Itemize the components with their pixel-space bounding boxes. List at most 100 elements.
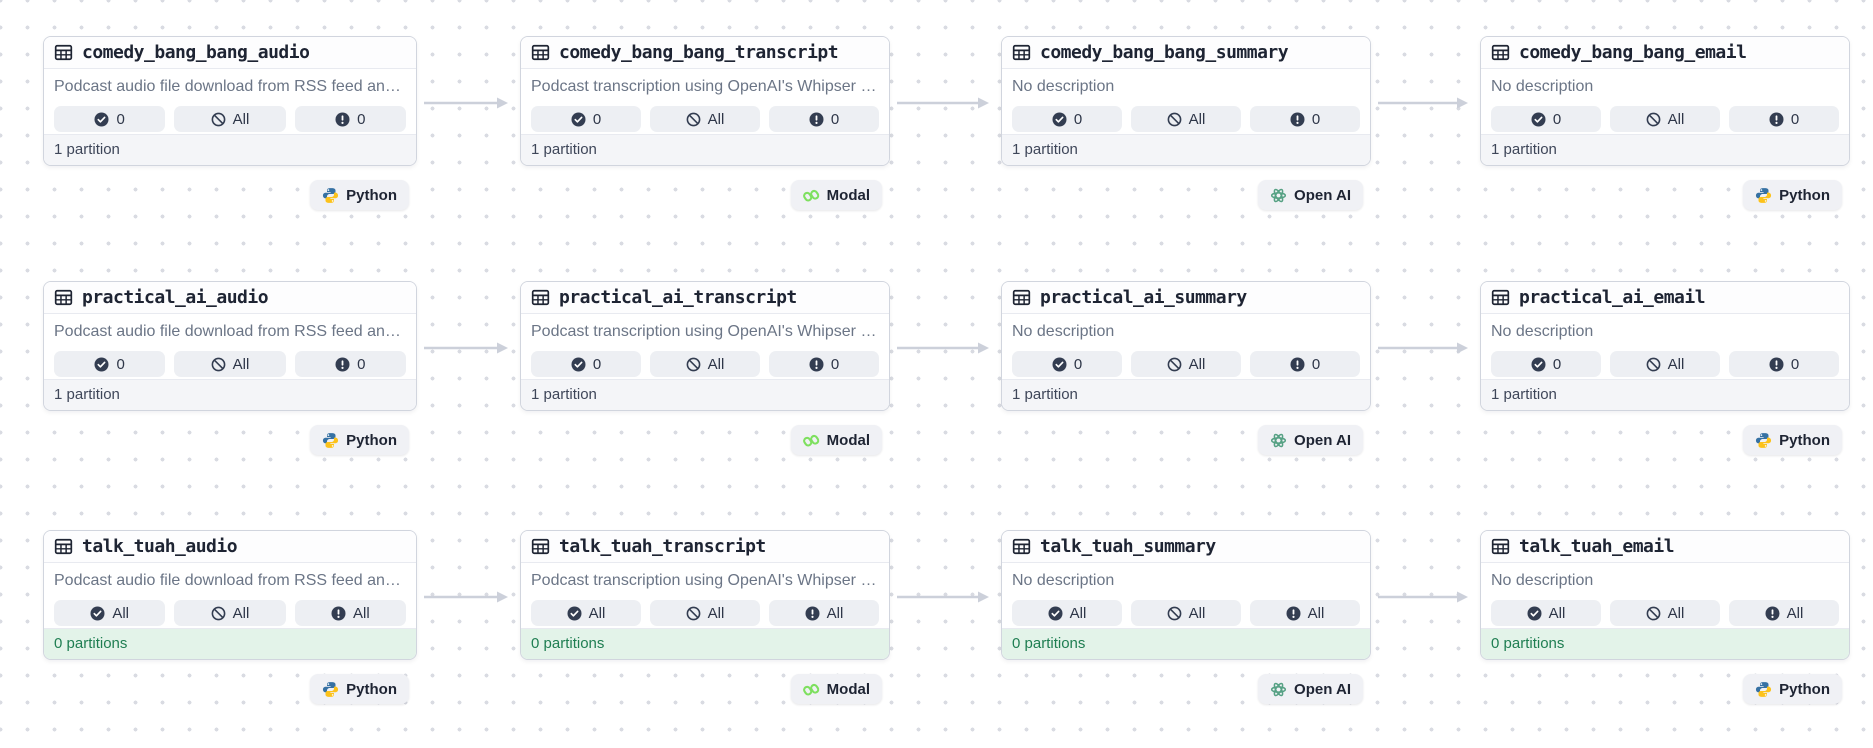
python-logo [322, 187, 339, 204]
kind-tag-python[interactable]: Python [1743, 425, 1842, 455]
openai-logo [1270, 432, 1287, 449]
asset-node-header: comedy_bang_bang_audio [44, 37, 416, 69]
missing-badge[interactable]: All [1610, 106, 1720, 132]
materialized-count: 0 [592, 355, 602, 373]
missing-badge[interactable]: All [174, 351, 286, 377]
kind-tag-modal[interactable]: Modal [790, 674, 882, 704]
partitions-count: 1 partition [1491, 386, 1557, 403]
check-circle-icon [571, 357, 586, 372]
kind-tag-python[interactable]: Python [310, 425, 409, 455]
asset-description: No description [1012, 572, 1115, 589]
failed-badge[interactable]: 0 [769, 106, 879, 132]
materialized-badge[interactable]: 0 [531, 106, 641, 132]
kind-tag-openai[interactable]: Open AI [1258, 180, 1363, 210]
asset-node[interactable]: practical_ai_transcript Podcast transcri… [520, 281, 890, 411]
missing-badge[interactable]: All [1131, 106, 1241, 132]
kind-tag-label: Python [346, 680, 397, 698]
asset-name: talk_tuah_audio [82, 536, 238, 557]
check-circle-icon [567, 606, 582, 621]
asset-node-header: comedy_bang_bang_transcript [521, 37, 889, 69]
kind-tag-label: Python [346, 431, 397, 449]
asset-node[interactable]: practical_ai_audio Podcast audio file do… [43, 281, 417, 411]
materialized-badge[interactable]: All [54, 600, 166, 626]
missing-badge[interactable]: All [650, 600, 760, 626]
check-circle-icon [1052, 112, 1067, 127]
asset-node[interactable]: talk_tuah_transcript Podcast transcripti… [520, 530, 890, 660]
kind-tag-python[interactable]: Python [310, 674, 409, 704]
materialized-count: 0 [1073, 355, 1083, 373]
check-circle-icon [1531, 357, 1546, 372]
asset-node-header: practical_ai_transcript [521, 282, 889, 314]
kind-tag-label: Python [346, 186, 397, 204]
failed-badge[interactable]: 0 [1250, 351, 1360, 377]
materialized-badge[interactable]: 0 [531, 351, 641, 377]
failed-badge[interactable]: 0 [1729, 351, 1839, 377]
missing-badge[interactable]: All [650, 106, 760, 132]
kind-tag-python[interactable]: Python [1743, 180, 1842, 210]
failed-badge[interactable]: 0 [1250, 106, 1360, 132]
failed-badge[interactable]: All [1250, 600, 1360, 626]
failed-badge[interactable]: All [1729, 600, 1839, 626]
partitions-count: 1 partition [531, 141, 597, 158]
kind-tag-python[interactable]: Python [1743, 674, 1842, 704]
materialized-count: 0 [1552, 110, 1562, 128]
missing-badge[interactable]: All [174, 106, 286, 132]
failed-badge[interactable]: 0 [294, 106, 406, 132]
materialized-badge[interactable]: 0 [54, 106, 166, 132]
asset-node[interactable]: comedy_bang_bang_audio Podcast audio fil… [43, 36, 417, 166]
partitions-footer: 1 partition [1481, 379, 1849, 410]
materialized-badge[interactable]: 0 [1012, 351, 1122, 377]
asset-node[interactable]: practical_ai_summary No description [1001, 281, 1371, 411]
asset-node-group: talk_tuah_transcript Podcast transcripti… [520, 530, 890, 704]
missing-badge[interactable]: All [1610, 351, 1720, 377]
asset-node[interactable]: practical_ai_email No description [1480, 281, 1850, 411]
missing-badge[interactable]: All [1131, 600, 1241, 626]
materialized-badge[interactable]: All [1491, 600, 1601, 626]
asset-node[interactable]: talk_tuah_audio Podcast audio file downl… [43, 530, 417, 660]
kind-tag-modal[interactable]: Modal [790, 425, 882, 455]
missing-badge[interactable]: All [1131, 351, 1241, 377]
asset-node-body: No description 0 [1481, 314, 1849, 377]
slash-circle-icon [686, 112, 701, 127]
asset-node[interactable]: talk_tuah_summary No description [1001, 530, 1371, 660]
edge-arrow [424, 97, 508, 109]
failed-count: 0 [830, 355, 840, 373]
kind-tag-openai[interactable]: Open AI [1258, 425, 1363, 455]
asset-node-header: talk_tuah_summary [1002, 531, 1370, 563]
materialized-count: All [588, 604, 606, 622]
kind-tag-label: Modal [826, 186, 870, 204]
slash-circle-icon [1167, 112, 1182, 127]
materialized-badge[interactable]: 0 [1012, 106, 1122, 132]
kind-tag-python[interactable]: Python [310, 180, 409, 210]
materialized-count: 0 [1552, 355, 1562, 373]
materialized-badge[interactable]: 0 [54, 351, 166, 377]
asset-node[interactable]: comedy_bang_bang_summary No description [1001, 36, 1371, 166]
failed-badge[interactable]: All [769, 600, 879, 626]
asset-description: Podcast audio file download from RSS fee… [54, 78, 406, 95]
missing-badge[interactable]: All [650, 351, 760, 377]
failed-badge[interactable]: 0 [769, 351, 879, 377]
materialized-badge[interactable]: All [1012, 600, 1122, 626]
materialized-badge[interactable]: 0 [1491, 106, 1601, 132]
missing-badge[interactable]: All [174, 600, 286, 626]
failed-badge[interactable]: All [294, 600, 406, 626]
asset-node[interactable]: comedy_bang_bang_email No description [1480, 36, 1850, 166]
table-icon [531, 288, 550, 307]
kind-tag-openai[interactable]: Open AI [1258, 674, 1363, 704]
materialized-badge[interactable]: 0 [1491, 351, 1601, 377]
missing-count: All [1188, 355, 1206, 373]
missing-badge[interactable]: All [1610, 600, 1720, 626]
materialized-badge[interactable]: All [531, 600, 641, 626]
failed-count: 0 [1311, 110, 1321, 128]
failed-badge[interactable]: 0 [294, 351, 406, 377]
asset-description: No description [1012, 323, 1115, 340]
status-badges: All All [1012, 600, 1360, 626]
asset-node[interactable]: talk_tuah_email No description A [1480, 530, 1850, 660]
asset-node-group: talk_tuah_audio Podcast audio file downl… [43, 530, 417, 704]
kind-tag-modal[interactable]: Modal [790, 180, 882, 210]
failed-badge[interactable]: 0 [1729, 106, 1839, 132]
error-circle-icon [1769, 112, 1784, 127]
asset-node[interactable]: comedy_bang_bang_transcript Podcast tran… [520, 36, 890, 166]
asset-node-body: Podcast audio file download from RSS fee… [44, 69, 416, 132]
